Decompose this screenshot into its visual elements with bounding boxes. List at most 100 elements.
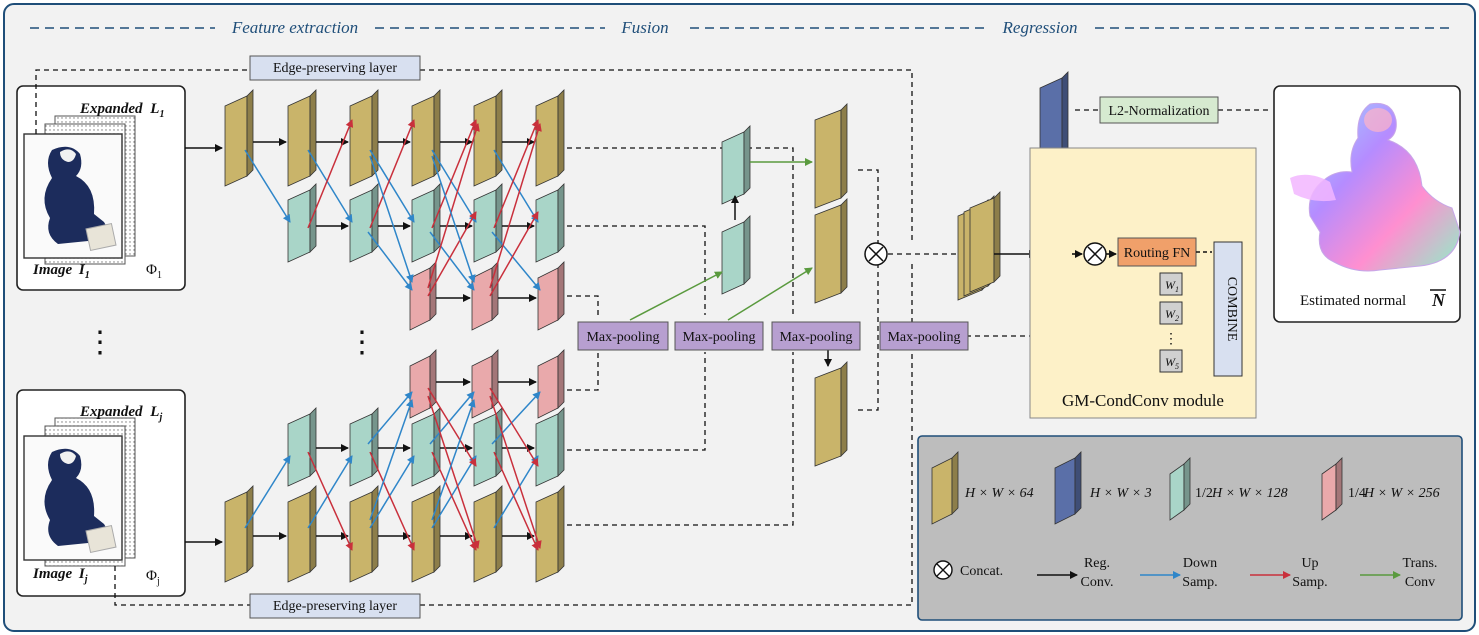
- down-arrow-bottom-b2: [429, 391, 475, 445]
- up-arrow-bottom-b1: [427, 387, 477, 467]
- legend-down-1: Down: [1183, 556, 1217, 571]
- down-arrow-bottom-a3: [369, 455, 415, 529]
- svg-text:Max-pooling: Max-pooling: [779, 330, 852, 345]
- legend-reg-2: Conv.: [1081, 575, 1114, 590]
- concat-symbol-fusion: [864, 242, 888, 266]
- weight-w5: W5: [1159, 349, 1183, 373]
- feature-block-top-l2-3: [411, 183, 441, 263]
- legend-shape-256: H × W × 256: [1363, 486, 1440, 501]
- combine-box: [1213, 241, 1243, 377]
- feature-block-bottom-l3-3: [537, 349, 565, 419]
- up-arrow-bottom-a1: [307, 451, 353, 551]
- svg-text:Max-pooling: Max-pooling: [586, 330, 659, 345]
- header-regression: Regression: [1002, 18, 1078, 37]
- legend-frac-quarter: 1/4: [1348, 486, 1366, 501]
- svg-text:W1: W1: [1165, 278, 1179, 294]
- legend-concat: Concat.: [960, 564, 1003, 579]
- legend-panel: H × W × 64 H × W × 3 1/2 H × W × 128 1/4…: [917, 435, 1463, 621]
- up-arrow-top-a2: [369, 119, 416, 229]
- down-arrow-top-a2: [307, 149, 353, 223]
- output-panel: Estimated normal N: [1273, 85, 1461, 323]
- header-fusion: Fusion: [620, 18, 668, 37]
- feature-block-top-l3-1: [409, 261, 437, 331]
- trans-arrow-3: [727, 267, 813, 321]
- feature-block-top-l1-3: [349, 89, 379, 187]
- feature-block-top-l2-2: [349, 183, 379, 263]
- fusion-block-yellow-3: [814, 361, 848, 467]
- up-arrow-bottom-b2: [489, 387, 539, 467]
- svg-text:W2: W2: [1165, 307, 1179, 323]
- legend-block-teal: [1169, 457, 1191, 521]
- input-panel-top: Expanded L1 Image I1 Φ1: [16, 85, 186, 291]
- feature-block-bottom-l1-4: [411, 485, 441, 583]
- fusion-block-teal-upper: [721, 125, 751, 205]
- maxpool-box-2: Max-pooling: [674, 321, 764, 351]
- feature-block-top-l2-4: [473, 183, 503, 263]
- down-arrow-bottom-b3: [491, 391, 541, 445]
- fusion-block-teal-lower: [721, 215, 751, 295]
- up-arrow-bottom-c1: [427, 395, 480, 549]
- output-label: Estimated normal: [1300, 293, 1406, 309]
- ellipsis-mid: ⋮: [347, 326, 377, 359]
- feature-block-top-l1-5: [473, 89, 503, 187]
- maxpool-box-4: Max-pooling: [879, 321, 969, 351]
- svg-text:Max-pooling: Max-pooling: [682, 330, 755, 345]
- legend-up-2: Samp.: [1292, 575, 1327, 590]
- output-symbol: N: [1431, 290, 1446, 310]
- down-arrow-bottom-a2: [307, 455, 353, 529]
- up-arrow-top-a4: [493, 119, 540, 229]
- down-arrow-top-a5: [493, 149, 539, 223]
- image-label-top: Image I1: [32, 262, 90, 281]
- header-feature-extraction: Feature extraction: [231, 18, 358, 37]
- up-arrow-top-c1: [427, 123, 480, 289]
- up-arrow-top-b1: [427, 211, 477, 297]
- feature-block-bottom-l2-4: [473, 407, 503, 487]
- down-arrow-top-b1: [367, 231, 413, 291]
- down-arrow-top-a4: [431, 149, 477, 223]
- feature-block-bottom-l3-2: [471, 349, 499, 419]
- feature-block-bottom-l1-2: [287, 485, 317, 583]
- legend-block-blue: [1054, 451, 1082, 525]
- feature-block-top-l1-1: [224, 89, 254, 187]
- module-label: GM-CondConv module: [1062, 391, 1224, 410]
- feature-block-bottom-l1-5: [473, 485, 503, 583]
- legend-shape-64: H × W × 64: [964, 486, 1034, 501]
- legend-frac-half: 1/2: [1195, 486, 1213, 501]
- input-panel-bottom: Expanded Lj Image Ij Φj: [16, 389, 186, 597]
- svg-text:Routing FN: Routing FN: [1124, 246, 1191, 261]
- legend-block-pink: [1321, 457, 1343, 521]
- legend-trans-2: Conv: [1405, 575, 1435, 590]
- weight-w1: W1: [1159, 272, 1183, 296]
- down-arrow-top-c1: [369, 155, 414, 283]
- legend-concat-symbol: [933, 560, 953, 580]
- trans-arrow-1: [629, 271, 723, 321]
- up-arrow-top-a3: [431, 119, 478, 229]
- phi-label-bottom: Φj: [146, 568, 160, 587]
- legend-trans-1: Trans.: [1403, 556, 1438, 571]
- flow-arrows: [244, 119, 1056, 551]
- gm-condconv-module: GM-CondConv module Routing FN COMBINE W1…: [1029, 147, 1257, 419]
- maxpool-box-1: Max-pooling: [577, 321, 669, 351]
- phi-label-top: Φ1: [146, 262, 162, 281]
- down-arrow-top-a1: [244, 149, 291, 223]
- fusion-block-yellow-2: [814, 198, 848, 304]
- down-arrow-bottom-a5: [493, 455, 539, 529]
- feature-block-bottom-l1-1: [224, 485, 254, 583]
- up-arrow-top-a1: [307, 119, 354, 229]
- legend-reg-1: Reg.: [1084, 556, 1110, 571]
- feature-block-top-l3-3: [537, 261, 565, 331]
- up-arrow-bottom-a3: [431, 451, 477, 551]
- up-arrow-top-b2: [489, 211, 539, 297]
- image-label-bottom: Image Ij: [32, 566, 88, 585]
- weight-dots: ⋮: [1164, 332, 1178, 347]
- up-arrow-bottom-a2: [369, 451, 415, 551]
- edge-preserving-layer-top: Edge-preserving layer: [249, 55, 421, 81]
- feature-block-top-l2-1: [287, 183, 317, 263]
- down-arrow-bottom-a1: [244, 455, 291, 529]
- l2-normalization-box: L2-Normalization: [1099, 96, 1219, 124]
- expanded-label-bottom: Expanded Lj: [79, 404, 162, 423]
- up-arrow-bottom-c2: [489, 395, 542, 549]
- legend-up-1: Up: [1301, 556, 1318, 571]
- routing-fn-box: [1117, 237, 1197, 267]
